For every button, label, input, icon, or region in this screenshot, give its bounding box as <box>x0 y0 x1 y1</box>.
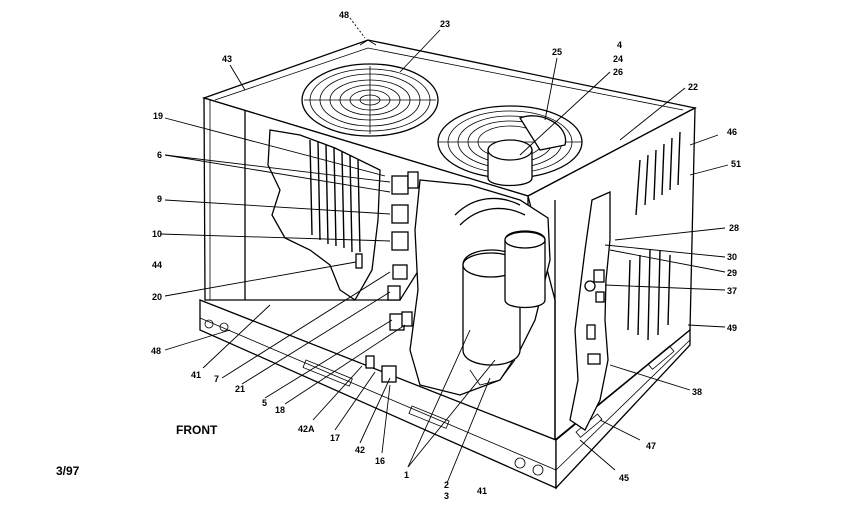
callout-c42: 42 <box>355 445 365 455</box>
callout-c2: 2 <box>444 480 449 490</box>
service-valves <box>584 269 605 365</box>
callout-c30: 30 <box>727 252 737 262</box>
coil-fins-right <box>627 131 681 341</box>
callout-c48b: 48 <box>151 346 161 356</box>
callout-c29: 29 <box>727 268 737 278</box>
fan-grille-left <box>301 63 439 137</box>
top-panel-lip <box>214 47 684 111</box>
base-hole <box>204 319 214 329</box>
callout-c1: 1 <box>404 470 409 480</box>
callout-c41b: 41 <box>477 486 487 496</box>
callout-c48a: 48 <box>339 10 349 20</box>
callout-c41a: 41 <box>191 370 201 380</box>
callout-c49: 49 <box>727 323 737 333</box>
base-hole <box>514 457 526 469</box>
callout-c16: 16 <box>375 456 385 466</box>
front-label: FRONT <box>176 423 218 437</box>
callout-c5: 5 <box>262 398 267 408</box>
callout-c25a: 25 <box>552 47 562 57</box>
callout-c6: 6 <box>157 150 162 160</box>
callout-c23: 23 <box>440 19 450 29</box>
callout-c47: 47 <box>646 441 656 451</box>
compressor <box>462 230 546 386</box>
fan-motor <box>487 115 567 187</box>
callout-c19: 19 <box>153 111 163 121</box>
callout-c21: 21 <box>235 384 245 394</box>
callout-labels: 48 23 43 25 4 24 26 22 19 46 6 51 9 28 1… <box>151 10 741 501</box>
callout-c20: 20 <box>152 292 162 302</box>
callout-c37: 37 <box>727 286 737 296</box>
base-hole <box>532 464 544 476</box>
callout-c42A: 42A <box>298 424 315 434</box>
base-slot <box>408 405 450 429</box>
base-hole <box>219 322 229 332</box>
suction-line <box>454 197 521 216</box>
callout-c51: 51 <box>731 159 741 169</box>
callout-c43: 43 <box>222 54 232 64</box>
callout-leaders <box>159 17 729 484</box>
coil-fins-left <box>309 139 361 253</box>
callout-c22: 22 <box>688 82 698 92</box>
callout-c46: 46 <box>727 127 737 137</box>
callout-c26: 26 <box>613 67 623 77</box>
callout-c28: 28 <box>729 223 739 233</box>
callout-c44: 44 <box>152 260 162 270</box>
callout-c7: 7 <box>214 374 219 384</box>
left-cutaway <box>267 129 381 301</box>
base-slot <box>647 345 675 370</box>
callout-c45: 45 <box>619 473 629 483</box>
callout-c3: 3 <box>444 491 449 501</box>
callout-c18: 18 <box>275 405 285 415</box>
date-code: 3/97 <box>56 464 80 478</box>
callout-c17: 17 <box>330 433 340 443</box>
right-cutaway <box>569 190 611 431</box>
callout-c9: 9 <box>157 194 162 204</box>
callout-c38: 38 <box>692 387 702 397</box>
callout-c10: 10 <box>152 229 162 239</box>
callout-c4: 4 <box>617 40 622 50</box>
callout-c24: 24 <box>613 54 623 64</box>
